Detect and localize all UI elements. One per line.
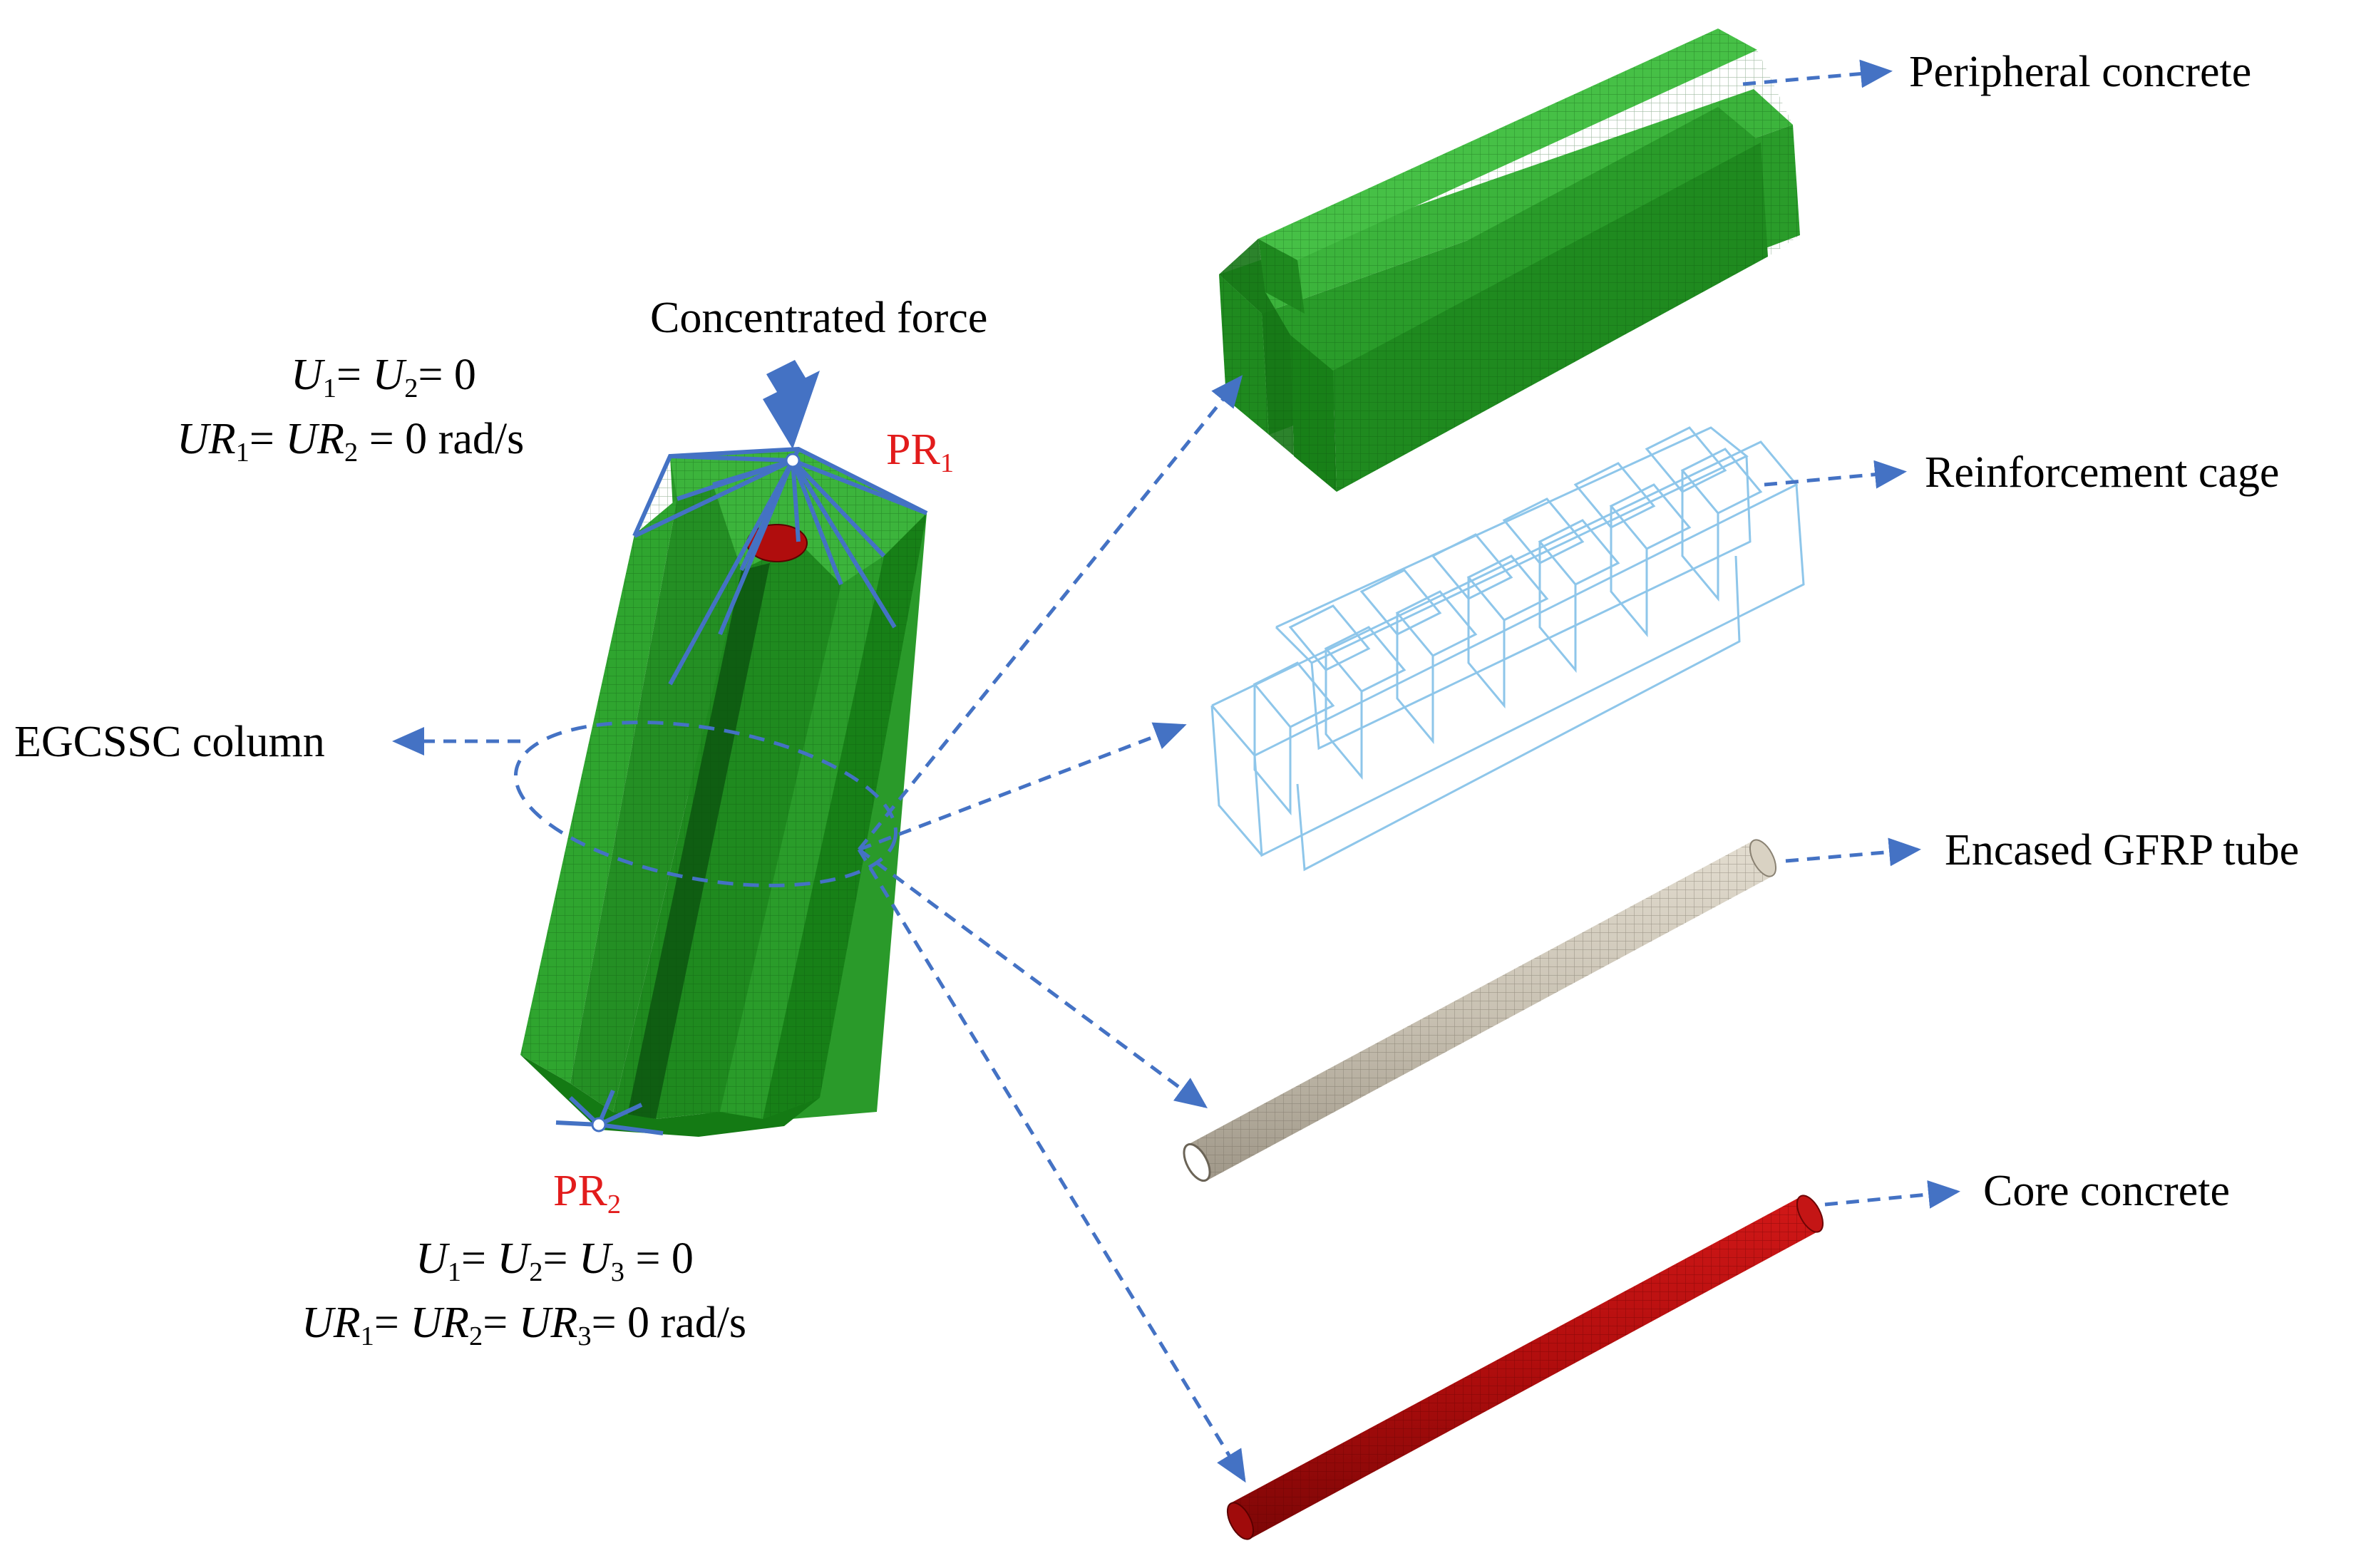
label-pr1: PR1 [886,425,955,478]
column-mesh [520,449,927,1119]
gfrp-tube-model [1183,839,1777,1182]
arrow-reinforcement-cage [1764,460,1907,489]
label-encased-gfrp-tube: Encased GFRP tube [1945,826,2300,875]
arrow-gfrp-tube [1785,837,1921,867]
callout-arrows [392,59,1960,1483]
top-coupling-lines [632,446,928,686]
column-callout-ellipse [513,721,898,887]
reinforcement-cage-model [1210,426,1805,872]
arrow-core-concrete [1824,1180,1960,1209]
pr2-reference-point [591,1117,607,1133]
arrow-to-peripheral [858,375,1243,851]
pr1-reference-point [785,453,801,468]
peripheral-concrete-model [1219,29,1800,492]
concentrated-force-arrow-icon [763,360,820,449]
label-peripheral-concrete: Peripheral concrete [1909,48,2252,96]
label-concentrated-force: Concentrated force [650,294,988,342]
label-pr2: PR2 [553,1167,622,1219]
label-core-concrete: Core concrete [1983,1167,2230,1215]
bc-top-line2: UR1= UR2 = 0 rad/s [177,415,525,468]
arrow-to-core [857,848,1246,1483]
arrow-to-tube [858,847,1208,1108]
arrow-peripheral-concrete [1742,59,1893,88]
label-egcssc-column: EGCSSC column [14,718,325,766]
egcssc-column-model [513,360,928,1137]
core-concrete-model [1226,1195,1824,1540]
label-reinforcement-cage: Reinforcement cage [1925,448,2280,497]
bc-bottom-line1: U1= U2= U3 = 0 [416,1234,694,1287]
column-bottom-cap [520,1055,820,1137]
arrow-to-cage [858,722,1187,852]
bc-top-line1: U1= U2= 0 [291,351,476,403]
bc-bottom-line2: UR1= UR2= UR3= 0 rad/s [302,1299,747,1351]
